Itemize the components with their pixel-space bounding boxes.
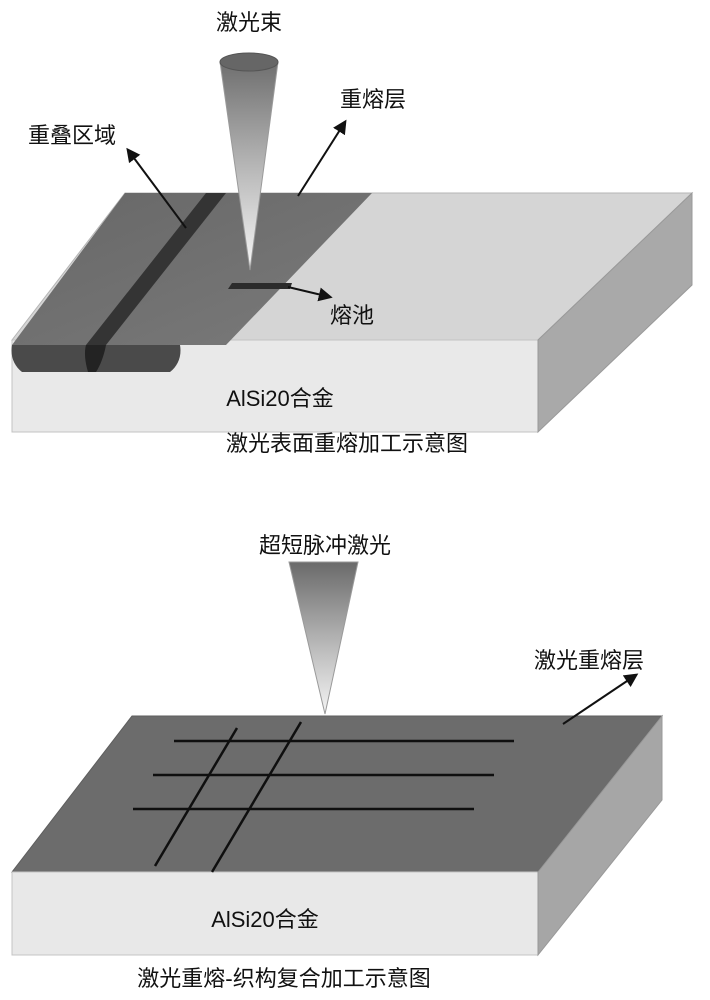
remelt-layer-1-label: 重熔层: [340, 88, 406, 113]
material-2-label: AlSi20合金: [211, 907, 319, 932]
melt-pool-label: 熔池: [330, 304, 374, 329]
arrow-remelt-layer-2: [562, 673, 639, 725]
texture-line-diagonal-2: [210, 721, 303, 873]
overlap-track: [86, 193, 226, 345]
overlap-track-front-edge: [84, 345, 106, 372]
laser-beam-1-top: [219, 52, 279, 72]
diagram-1-caption: 激光表面重熔加工示意图: [226, 432, 468, 457]
remelt-layer-2-label: 激光重熔层: [534, 649, 644, 674]
block-1-side-face: [537, 191, 693, 434]
arrow-overlap-region: [126, 147, 187, 229]
material-1-label: AlSi20合金: [226, 386, 334, 411]
remelt-zone-1: [12, 193, 372, 345]
texture-grid: [133, 721, 514, 873]
arrow-melt-pool: [287, 286, 333, 302]
diagram-1-surface-remelting: 激光束 重熔层 重叠区域 熔池 AlSi20合金 激光表面重熔加工示意图: [10, 11, 694, 457]
diagram-2-remelt-texture: 超短脉冲激光 激光重熔层 AlSi20合金 激光重熔-织构复合加工示意图: [10, 534, 664, 992]
laser-beam-1-label: 激光束: [216, 11, 282, 36]
melt-pool: [228, 283, 292, 289]
texture-line-diagonal-1: [153, 727, 239, 867]
laser-beam-1: [219, 52, 279, 271]
arrow-remelt-layer-1: [297, 119, 347, 197]
laser-beam-2-cone: [288, 561, 359, 715]
block-2-side-face: [537, 714, 663, 957]
alloy-block-2: [10, 714, 664, 957]
diagram-2-caption: 激光重熔-织构复合加工示意图: [137, 967, 430, 992]
laser-beam-2-label: 超短脉冲激光: [259, 534, 391, 559]
overlap-region-label: 重叠区域: [28, 124, 116, 149]
